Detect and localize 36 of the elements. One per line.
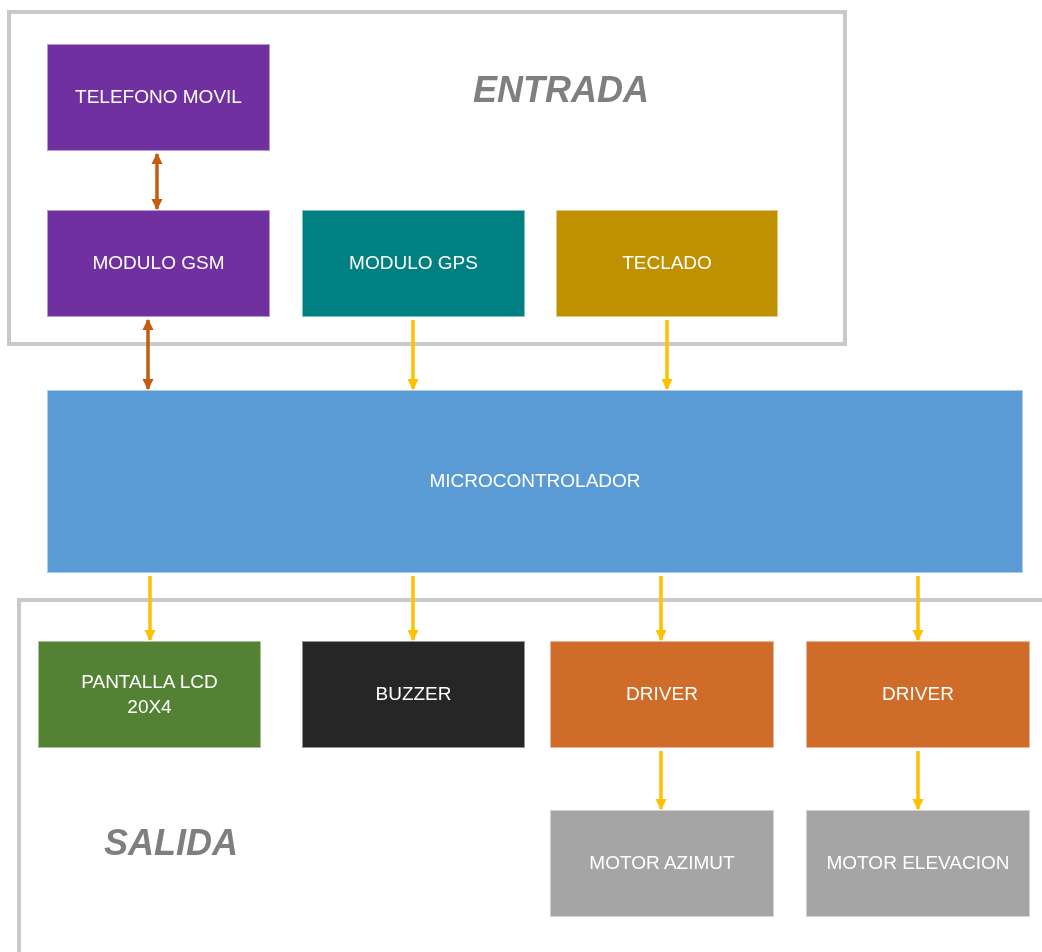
block-box [556,210,778,317]
box-label: DRIVER [881,682,955,707]
arrow [912,576,924,642]
block-box [806,810,1030,917]
group-heading: SALIDA [103,822,239,864]
block-box [38,641,261,748]
arrow [655,576,667,642]
box-label: TECLADO [621,251,713,276]
box-label: MOTOR AZIMUT [588,851,736,876]
box-label: BUZZER [374,682,453,707]
block-box [302,641,525,748]
box-label: MODULO GSM [91,251,226,276]
block-box [302,210,525,317]
arrow [151,152,163,211]
box-label: DRIVER [625,682,699,707]
arrow [912,751,924,811]
box-label: TELEFONO MOVIL [74,85,243,110]
block-box [47,390,1023,573]
block-box [550,810,774,917]
arrow [407,576,419,642]
block-box [550,641,774,748]
arrow [144,576,156,642]
group-heading: ENTRADA [472,69,650,111]
arrow [142,318,154,391]
arrow [661,320,673,391]
box-label: MODULO GPS [348,251,479,276]
block-box [806,641,1030,748]
group-frame [17,598,1042,952]
block-box [47,210,270,317]
box-label: MICROCONTROLADOR [428,469,642,494]
block-box [47,44,270,151]
group-frame [7,10,847,346]
arrow [655,751,667,811]
box-label: PANTALLA LCD 20X4 [80,669,219,719]
arrow [407,320,419,391]
box-label: MOTOR ELEVACION [825,851,1011,876]
